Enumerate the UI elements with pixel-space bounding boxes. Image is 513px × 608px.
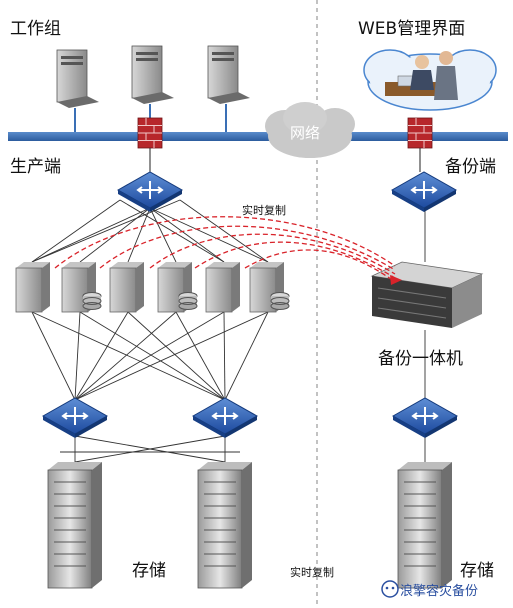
label-realtime-copy-bottom: 实时复制: [290, 566, 334, 579]
disk-stack-icon: [270, 292, 290, 310]
watermark-text: 浪擎容灾备份: [400, 584, 479, 599]
server-5-icon: [205, 262, 240, 313]
server-6-icon: [249, 262, 290, 313]
label-storage-right: 存储: [460, 561, 494, 581]
server-1-icon: [15, 262, 50, 313]
workstation-3: [207, 45, 250, 104]
wechat-logo-icon: [381, 580, 399, 598]
storage-rack-middle-icon: [197, 462, 252, 589]
label-appliance: 备份一体机: [378, 349, 463, 369]
label-web-ui: WEB管理界面: [358, 19, 466, 39]
switch-bottom-right-icon: [391, 397, 459, 438]
mesh-bottom: [31, 311, 269, 401]
label-network: 网络: [290, 124, 321, 142]
firewall-left-icon: [137, 117, 163, 149]
workstation-1: [56, 49, 99, 108]
disk-stack-icon: [178, 292, 198, 310]
label-production: 生产端: [10, 157, 61, 177]
firewall-right-icon: [407, 117, 433, 149]
switch-bottom-middle-icon: [191, 397, 259, 438]
switch-top-left-icon: [116, 171, 184, 212]
network-bar: [8, 132, 508, 141]
label-storage-left: 存储: [132, 561, 166, 581]
label-realtime-copy-top: 实时复制: [242, 204, 286, 217]
disk-stack-icon: [82, 292, 102, 310]
replication-arrow-head: [390, 275, 402, 285]
storage-rack-right-icon: [397, 462, 452, 589]
backup-appliance-icon: [370, 261, 484, 328]
network-cloud-icon: [265, 102, 355, 158]
label-backup-side: 备份端: [445, 157, 496, 177]
workstation-2: [131, 45, 174, 104]
switch-bottom-left-icon: [41, 397, 109, 438]
label-workgroup: 工作组: [10, 19, 61, 39]
server-2-icon: [61, 262, 102, 313]
switch-top-right-icon: [390, 171, 458, 212]
server-4-icon: [157, 262, 198, 313]
server-3-icon: [109, 262, 144, 313]
admin-users-icon: [385, 51, 458, 100]
storage-rack-left-icon: [47, 462, 102, 589]
replication-arrows: [54, 216, 396, 283]
